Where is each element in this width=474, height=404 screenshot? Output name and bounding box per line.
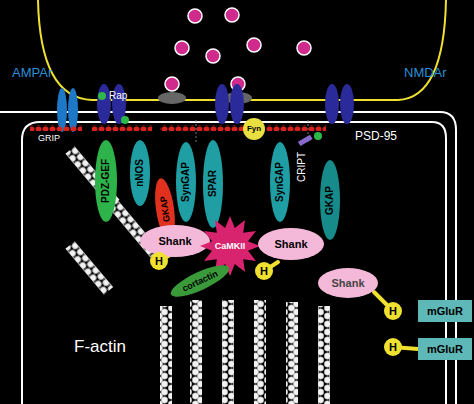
protein-label: GRIP [38, 134, 60, 143]
syngap-protein: SynGAP [270, 142, 290, 222]
structure-label: F-actin [74, 338, 126, 355]
protein-label: PSD-95 [355, 130, 397, 142]
node-text: Shank [158, 236, 191, 247]
protein-label: CRIPT [297, 152, 307, 182]
psd95-chain [92, 125, 152, 131]
nnos-protein: nNOS [130, 140, 150, 206]
node-text: CaMKII [215, 242, 246, 251]
postsynaptic-membrane [0, 112, 456, 404]
rap-dot [98, 92, 322, 140]
node-text: Fyn [247, 125, 261, 133]
node-text: H [389, 342, 397, 353]
homer-tail [159, 254, 418, 349]
postsynaptic-membrane [22, 122, 446, 404]
psd95-chain [160, 125, 244, 131]
node-text: SynGAP [275, 162, 285, 202]
shank-protein: Shank [140, 225, 210, 257]
mglur-receptor: mGluR [418, 338, 472, 360]
homer-protein: H [384, 302, 402, 320]
node-text: cortactin [181, 269, 219, 293]
node-text: H [389, 306, 397, 317]
gkap-protein: GKAP [320, 160, 340, 240]
presynaptic-membrane [38, 0, 446, 100]
cortactin-protein: cortactin [167, 259, 233, 302]
f-actin [65, 146, 330, 404]
node-text: mGluR [427, 306, 463, 317]
pdz-gef-protein: PDZ-GEF [95, 140, 117, 222]
syngap-protein: SynGAP [176, 142, 196, 222]
node-text: Shank [274, 239, 307, 250]
homer-protein: H [384, 338, 402, 356]
node-text: mGluR [427, 344, 463, 355]
nmda-receptor [97, 84, 354, 124]
grip-chain [30, 125, 82, 131]
node-text: H [155, 256, 163, 267]
node-text: GKAP [159, 195, 172, 222]
psd95-chain [266, 125, 326, 131]
shank-protein: Shank [258, 228, 324, 260]
node-text: PDZ-GEF [101, 159, 111, 203]
shank-protein: Shank [318, 268, 378, 298]
node-text: Shank [331, 278, 364, 289]
fyn-kinase: Fyn [243, 118, 265, 140]
node-text: H [260, 266, 268, 277]
node-text: nNOS [135, 159, 145, 187]
node-text: SynGAP [181, 162, 191, 202]
node-text: GKAP [325, 186, 335, 215]
vesicles [165, 8, 311, 91]
mglur-receptor: mGluR [418, 300, 472, 322]
spar-protein: SPAR [203, 140, 223, 228]
receptor-label: AMPAr [12, 66, 52, 79]
release-site [158, 92, 186, 104]
homer-protein: H [150, 252, 168, 270]
receptor-label: NMDAr [404, 66, 447, 79]
node-text: SPAR [208, 170, 218, 197]
homer-protein: H [255, 262, 273, 280]
cript-bar [298, 135, 313, 146]
protein-label: Rap [109, 91, 127, 101]
